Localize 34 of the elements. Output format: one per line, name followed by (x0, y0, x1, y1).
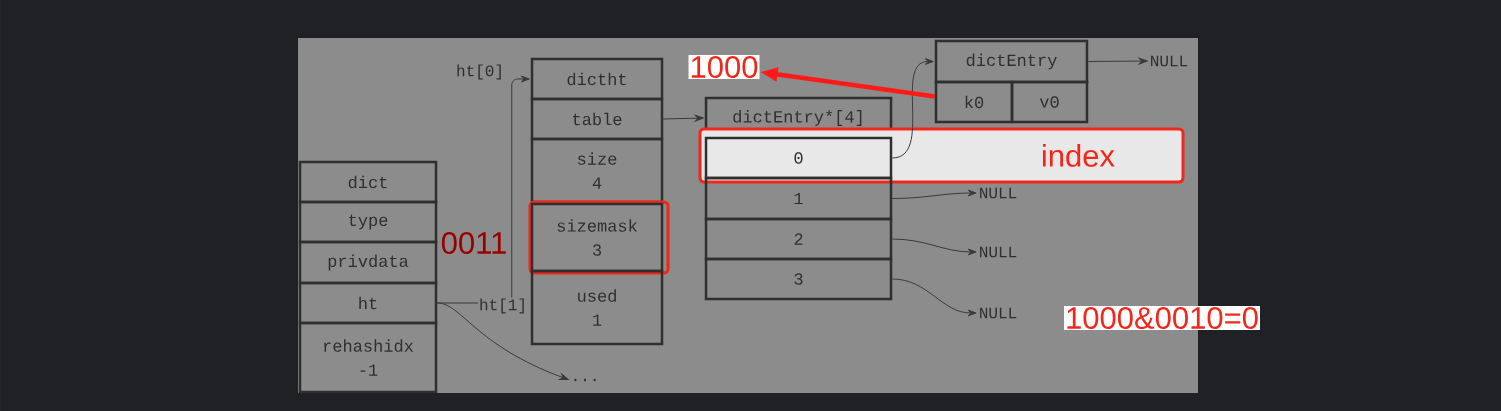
memory-cell: privdata (298, 240, 438, 285)
memory-cell: 0 (704, 136, 893, 180)
memory-cell: rehashidx -1 (298, 321, 438, 394)
arrow (436, 75, 530, 304)
arrow (436, 302, 569, 380)
memory-cell: dictht (530, 57, 664, 101)
memory-cell: k0 (934, 80, 1014, 124)
memory-cell: 2 (704, 217, 893, 261)
text-label: ... (574, 378, 596, 382)
annotation-number: 1000 (688, 55, 760, 79)
memory-cell: dictEntry (934, 39, 1089, 84)
arrow (1087, 57, 1148, 65)
arrow (662, 114, 704, 122)
arrow (891, 238, 977, 256)
memory-cell: 1 (704, 176, 893, 221)
memory-cell: size 4 (530, 137, 664, 204)
arrow (891, 58, 934, 159)
text-label: NULL (980, 187, 1017, 199)
memory-cell: 3 (704, 257, 893, 301)
text-label: NULL (980, 246, 1017, 258)
memory-cell: ht (298, 281, 438, 325)
memory-cell: dictEntry*[4] (704, 96, 893, 140)
memory-cell: sizemask 3 (530, 202, 664, 273)
memory-cell: type (298, 200, 438, 244)
arrow (891, 278, 977, 317)
annotation-text: 1000&0010=0 (1064, 306, 1260, 330)
memory-cell: used 1 (530, 269, 664, 346)
annotation-number: 0011 (441, 232, 506, 254)
arrow (891, 189, 977, 199)
text-label: NULL (1151, 55, 1188, 67)
memory-cell: table (530, 97, 664, 141)
memory-cell: dict (298, 160, 438, 204)
text-label: NULL (980, 307, 1017, 319)
memory-cell: v0 (1010, 80, 1089, 124)
